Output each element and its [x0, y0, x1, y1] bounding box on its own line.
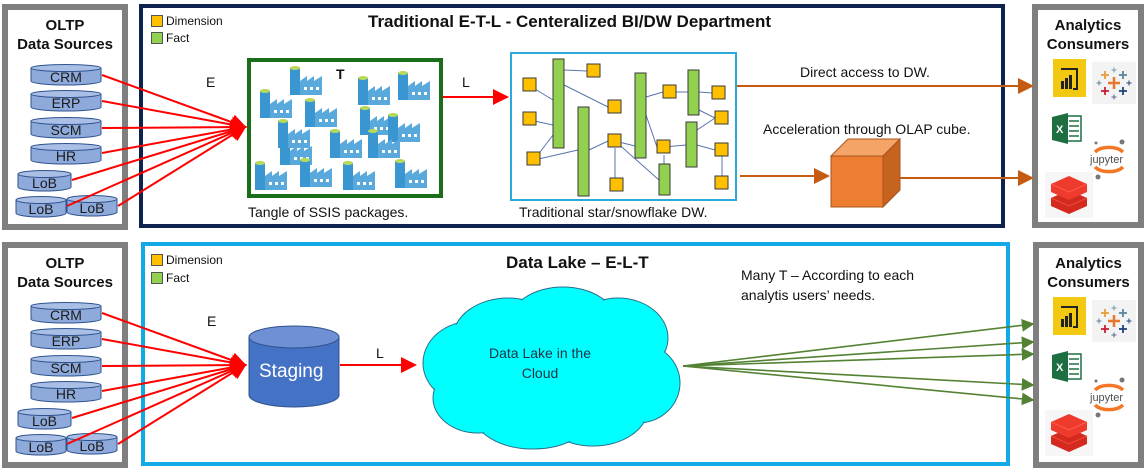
- bottom-legend-dimension: Dimension: [151, 253, 223, 267]
- top-load-label: L: [462, 74, 470, 90]
- top-source-db-7: LoB: [66, 195, 118, 217]
- bottom-source-db-2: ERP: [30, 328, 102, 350]
- dimension-swatch: [151, 15, 163, 27]
- top-source-db-3: SCM: [30, 117, 102, 139]
- svg-text:X: X: [1056, 362, 1064, 374]
- source-db-label: HR: [55, 386, 77, 402]
- source-db-label: LoB: [28, 201, 54, 217]
- top-source-db-1: CRM: [30, 64, 102, 86]
- svg-text:jupyter: jupyter: [1089, 154, 1123, 166]
- jupyter-icon: jupyter: [1089, 139, 1125, 180]
- source-db-label: CRM: [50, 307, 82, 323]
- source-db-label: ERP: [51, 333, 81, 349]
- transform-label: T: [336, 66, 345, 82]
- tableau-icon: [1092, 300, 1136, 342]
- source-db-label: LoB: [28, 439, 54, 455]
- source-db-label: LoB: [79, 200, 105, 216]
- dw-caption: Traditional star/snowflake DW.: [519, 204, 708, 220]
- fact-swatch: [151, 272, 163, 284]
- svg-text:jupyter: jupyter: [1089, 392, 1123, 404]
- bottom-legend-fact: Fact: [151, 271, 189, 285]
- bottom-consumers-title: Analytics Consumers: [1047, 255, 1130, 291]
- bottom-source-db-3: SCM: [30, 355, 102, 377]
- top-consumers-title: Analytics Consumers: [1046, 17, 1130, 53]
- source-db-label: ERP: [51, 95, 81, 111]
- source-db-label: HR: [55, 148, 77, 164]
- bottom-load-label: L: [376, 345, 384, 361]
- source-db-label: LoB: [32, 413, 57, 429]
- source-db-label: CRM: [50, 69, 82, 85]
- data-lake-cloud-icon: [422, 286, 681, 450]
- top-sources-title: OLTP Data Sources: [17, 17, 113, 53]
- star-schema-box: [510, 52, 737, 201]
- bottom-source-db-6: LoB: [15, 434, 67, 456]
- bottom-source-db-4: HR: [30, 381, 102, 403]
- fact-swatch: [151, 32, 163, 44]
- source-db-label: LoB: [32, 175, 57, 191]
- source-db-label: SCM: [50, 360, 82, 376]
- staging-label: Staging: [259, 361, 324, 382]
- top-source-db-2: ERP: [30, 90, 102, 112]
- source-db-label: SCM: [50, 122, 82, 138]
- svg-text:X: X: [1056, 124, 1064, 136]
- tableau-icon: [1092, 62, 1136, 104]
- bottom-extract-label: E: [207, 313, 217, 329]
- top-source-db-5: LoB: [17, 170, 72, 192]
- top-legend-dimension: Dimension: [151, 14, 223, 28]
- direct-access-label: Direct access to DW.: [800, 64, 930, 80]
- databricks-icon: [1045, 410, 1093, 456]
- power-bi-icon: [1053, 297, 1086, 335]
- many-transforms-label: Many T – According to each analytis user…: [741, 267, 915, 303]
- ssis-packages-box: [247, 58, 443, 198]
- dimension-swatch: [151, 254, 163, 266]
- top-source-db-6: LoB: [15, 196, 67, 218]
- bottom-sources-title: OLTP Data Sources: [17, 255, 113, 291]
- bottom-panel-title: Data Lake – E-L-T: [506, 253, 649, 272]
- excel-icon: X: [1052, 351, 1082, 382]
- source-db-label: LoB: [79, 438, 105, 454]
- top-panel-title: Traditional E-T-L - Centeralized BI/DW D…: [368, 12, 772, 31]
- jupyter-icon: jupyter: [1089, 377, 1125, 418]
- top-legend-fact: Fact: [151, 31, 189, 45]
- bottom-source-db-7: LoB: [66, 433, 118, 455]
- bottom-source-db-1: CRM: [30, 302, 102, 324]
- ssis-caption: Tangle of SSIS packages.: [248, 204, 409, 220]
- top-extract-label: E: [206, 74, 216, 90]
- bottom-source-db-5: LoB: [17, 408, 72, 430]
- excel-icon: X: [1052, 113, 1082, 144]
- power-bi-icon: [1053, 59, 1086, 97]
- databricks-icon: [1045, 172, 1093, 218]
- olap-label: Acceleration through OLAP cube.: [763, 121, 971, 137]
- olap-cube-icon: [830, 138, 902, 208]
- cloud-label: Data Lake in the Cloud: [489, 345, 591, 381]
- top-source-db-4: HR: [30, 143, 102, 165]
- staging-database-icon: [248, 325, 340, 408]
